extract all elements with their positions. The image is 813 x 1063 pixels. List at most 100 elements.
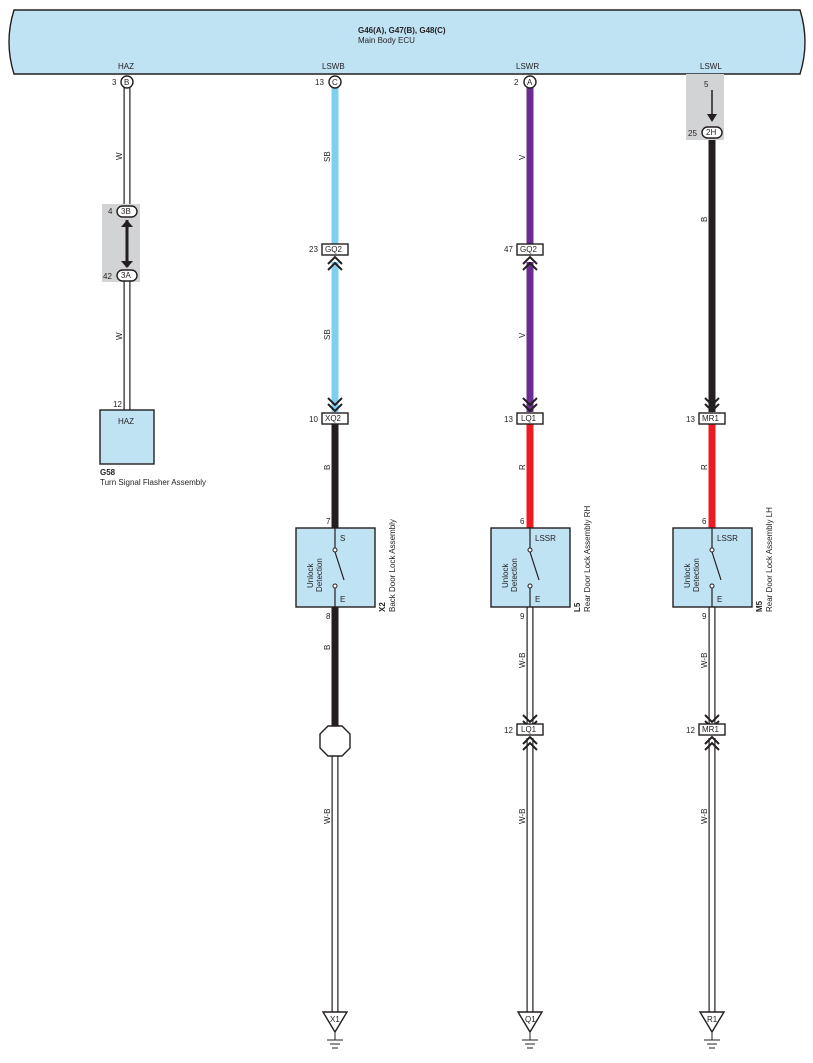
pin-lswr-sw-in: 6 [520, 517, 525, 526]
j1-lswb: GQ2 [325, 245, 342, 254]
wire-color-lswl-3: R [700, 464, 709, 470]
ground-point-x1[interactable] [321, 1011, 349, 1034]
sw-lswl-label-2: Detection [692, 558, 701, 592]
comp-lswb-code: X2 [378, 602, 387, 612]
wire-color-lswl-5: W-B [700, 809, 709, 824]
junction-lq1-top[interactable] [516, 412, 544, 425]
pin-lswl-ilc: 25 [688, 129, 697, 138]
arrow-down-icon [707, 114, 717, 122]
pin-lswr-j2: 13 [504, 415, 513, 424]
pin-haz-ilc-bottom: 42 [103, 272, 112, 281]
j3-lswl: MR1 [702, 725, 719, 734]
wire-color-lswr-1: V [518, 154, 527, 160]
wire-color-lswr-5: W-B [518, 809, 527, 824]
wire-color-lswb-5: W-B [323, 809, 332, 824]
splice-point[interactable] [319, 725, 351, 757]
chevron-down-icon [327, 397, 343, 413]
chevron-down-icon [522, 397, 538, 413]
ecu-subtitle: Main Body ECU [358, 36, 415, 45]
sw-lswb-out: E [340, 595, 345, 604]
wire-color-lswb-3: B [323, 465, 332, 470]
junction-xq2[interactable] [321, 412, 349, 425]
conn-lswr-ecu: A [527, 78, 533, 87]
chevron-down-icon [704, 397, 720, 413]
wire-color-lswr-2: V [518, 332, 527, 338]
j2-lswb: XQ2 [325, 414, 342, 423]
comp-haz-label: HAZ [118, 417, 134, 426]
junction-mr1-bottom[interactable] [698, 723, 726, 736]
ilc-haz-top: 3B [121, 207, 131, 216]
column-lswl: LSWL 5 25 2H B 13 MR1 R 6 LSSR E Unlock … [672, 62, 774, 1049]
sw-lswr-out: E [535, 595, 540, 604]
pin-lswr-ecu: 2 [514, 78, 519, 87]
conn-haz-ecu: B [124, 78, 129, 87]
turn-signal-flasher-box[interactable] [99, 409, 155, 465]
wire-color-lswb-1: SB [323, 151, 332, 162]
column-haz: HAZ 3 B W 4 3B 42 3A W 12 HAZ G58 Turn S… [99, 62, 206, 487]
sw-lswr-label-1: Unlock [501, 563, 510, 588]
chevron-up-icon [704, 735, 720, 751]
pin-lswb-sw-out: 8 [326, 612, 331, 621]
terminal-lswb: LSWB [322, 62, 345, 71]
chevron-up-icon [522, 735, 538, 751]
sw-lswb-in: S [340, 534, 345, 543]
junction-gq2-lswr[interactable] [516, 243, 544, 256]
ecu-connector-b[interactable] [120, 75, 134, 89]
pin-lswr-sw-out: 9 [520, 612, 525, 621]
ground-point-q1[interactable] [516, 1011, 544, 1034]
ground-point-r1[interactable] [698, 1011, 726, 1034]
wire-color-lswb-2: SB [323, 329, 332, 340]
ilc-lswl: 2H [706, 128, 716, 137]
chevron-up-icon [522, 255, 538, 271]
wire-color-lswr-3: R [518, 464, 527, 470]
ecu-connector-c[interactable] [328, 75, 342, 89]
pin-haz-ecu: 3 [112, 78, 117, 87]
sw-lswb-label-2: Detection [315, 558, 324, 592]
ground-lswl: R1 [707, 1015, 718, 1024]
terminal-haz: HAZ [118, 62, 134, 71]
wire-color-haz-2: W [115, 332, 124, 340]
pin-lswr-j1: 47 [504, 245, 513, 254]
sw-lswr-in: LSSR [535, 534, 556, 543]
ilc-2h[interactable] [701, 126, 723, 139]
pin-lswb-sw-in: 7 [326, 517, 331, 526]
comp-haz-code: G58 [100, 468, 116, 477]
ecu-connector-a[interactable] [523, 75, 537, 89]
pin-lswl-sw-in: 6 [702, 517, 707, 526]
j1-lswr: GQ2 [520, 245, 537, 254]
j2-lswl: MR1 [702, 414, 719, 423]
terminal-lswl: LSWL [700, 62, 722, 71]
junction-lq1-bottom[interactable] [516, 723, 544, 736]
comp-lswl-code: M5 [755, 600, 764, 612]
sw-lswr-label-2: Detection [510, 558, 519, 592]
ilc-3b[interactable] [116, 205, 138, 218]
pin-lswl-j3: 12 [686, 726, 695, 735]
sw-lswl-out: E [717, 595, 722, 604]
column-lswb: LSWB 13 C SB 23 GQ2 SB 10 XQ2 B 7 S E Un… [295, 62, 397, 1049]
arrow-up-icon [121, 220, 133, 227]
main-body-ecu[interactable]: G46(A), G47(B), G48(C) Main Body ECU [8, 9, 806, 75]
switch-contact-icon [334, 551, 345, 581]
sw-lswl-label-1: Unlock [683, 563, 692, 588]
pin-lswb-j2: 10 [309, 415, 318, 424]
junction-gq2-lswb[interactable] [321, 243, 349, 256]
arrow-down-icon [121, 261, 133, 268]
pin-lswr-j3: 12 [504, 726, 513, 735]
switch-contact-icon [529, 551, 540, 581]
comp-lswr-name: Rear Door Lock Assembly RH [583, 506, 592, 612]
sw-lswb-label-1: Unlock [306, 563, 315, 588]
comp-lswb-name: Back Door Lock Assembly [388, 519, 397, 612]
sw-lswl-in: LSSR [717, 534, 738, 543]
wire-color-lswb-4: B [323, 645, 332, 650]
ground-lswb: X1 [330, 1015, 340, 1024]
comp-lswr-code: L5 [573, 602, 582, 612]
pin-haz-comp: 12 [113, 400, 122, 409]
pin-lswb-j1: 23 [309, 245, 318, 254]
ilc-3a[interactable] [116, 269, 138, 282]
wire-color-lswl-1: B [700, 217, 709, 222]
junction-mr1-top[interactable] [698, 412, 726, 425]
conn-lswb-ecu: C [332, 78, 338, 87]
j2-lswr: LQ1 [521, 414, 537, 423]
ground-lswr: Q1 [525, 1015, 536, 1024]
